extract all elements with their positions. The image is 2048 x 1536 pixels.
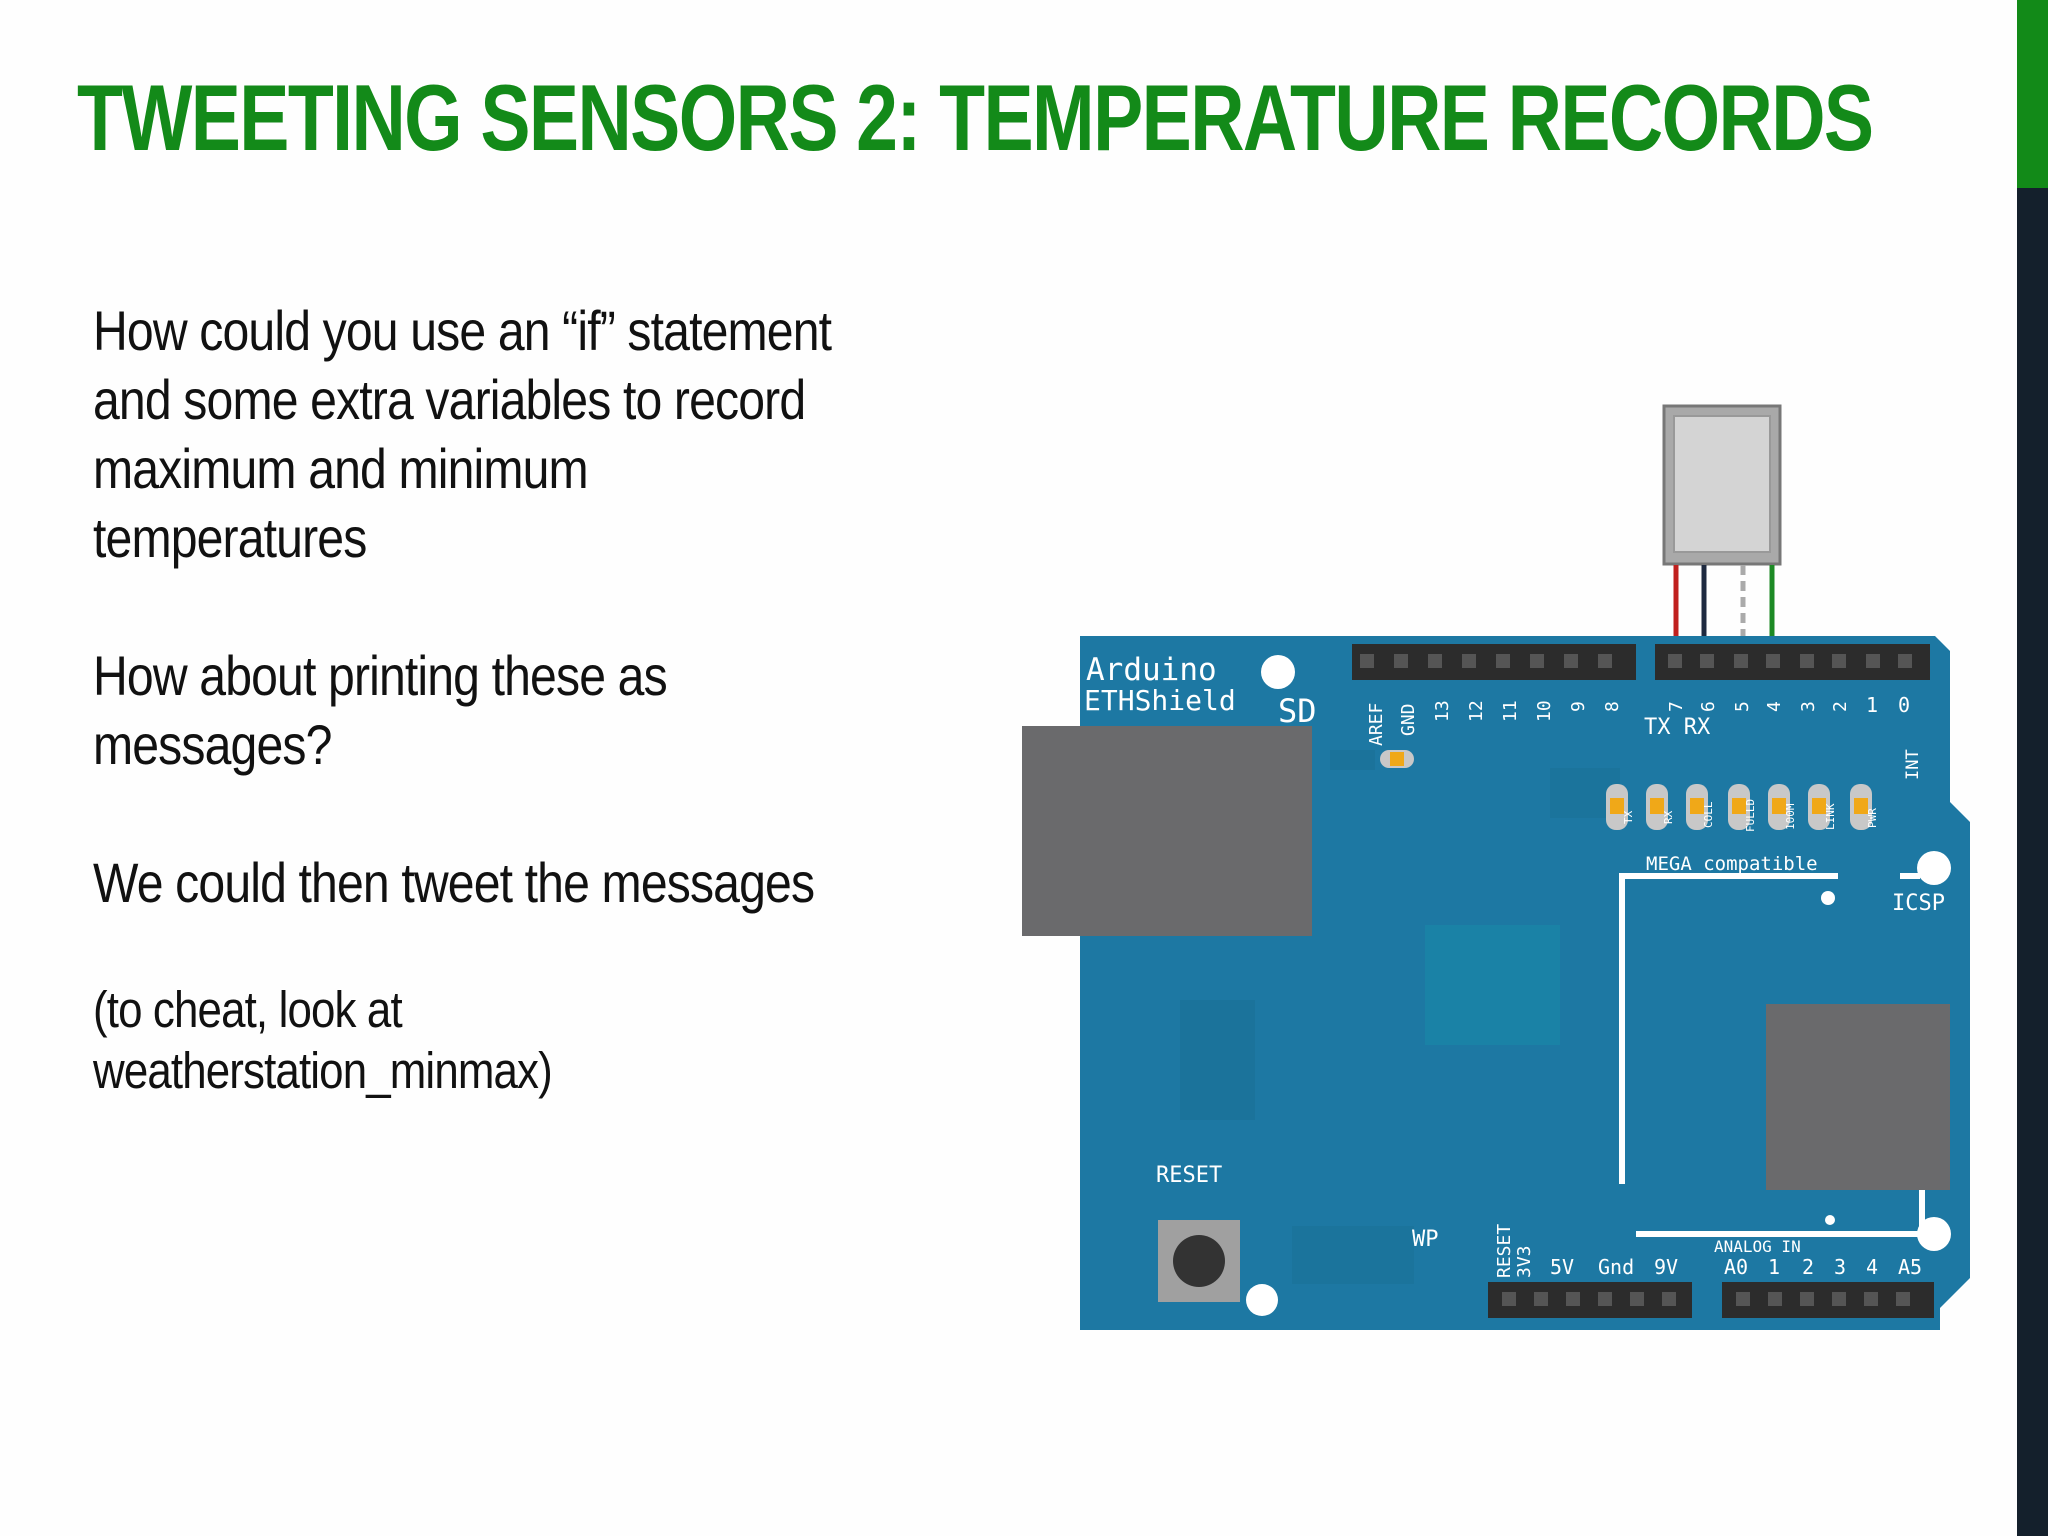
pin-a3: 3 (1834, 1255, 1846, 1279)
pin-5: 5 (1732, 701, 1753, 712)
led-label-100m: 100M (1784, 803, 1797, 830)
power-header (1488, 1282, 1692, 1318)
pin-3v3: 3V3 (1514, 1245, 1535, 1278)
accent-bar-top (2017, 0, 2048, 188)
brand-line2: ETHShield (1084, 684, 1236, 717)
pin-aref: AREF (1366, 703, 1387, 746)
pin-7: 7 (1666, 701, 1687, 712)
pin-gnd-power: Gnd (1598, 1255, 1634, 1279)
temperature-sensor (1662, 404, 1782, 670)
led-label-tx: TX (1622, 810, 1635, 824)
paragraph-printing: How about printing these as messages? (93, 644, 668, 776)
pin-5v: 5V (1550, 1255, 1574, 1279)
pin-9: 9 (1568, 701, 1589, 712)
pin-3: 3 (1798, 701, 1819, 712)
analog-label: ANALOG IN (1714, 1237, 1801, 1256)
status-leds (1380, 750, 1872, 830)
reset-button (1158, 1220, 1240, 1302)
pin-10: 10 (1534, 700, 1555, 722)
paragraph-tweet: We could then tweet the messages (93, 851, 815, 914)
ethernet-jack (1022, 726, 1312, 936)
pin-12: 12 (1466, 700, 1487, 722)
mega-label: MEGA compatible (1646, 853, 1818, 875)
paragraph-question: How could you use an “if” statement and … (93, 299, 832, 569)
icsp-label: ICSP (1892, 891, 1945, 916)
pin-9v: 9V (1654, 1255, 1678, 1279)
pin-1: 1 (1866, 693, 1878, 717)
pin-2: 2 (1830, 701, 1851, 712)
analog-header (1722, 1282, 1934, 1318)
pin-8: 8 (1602, 701, 1623, 712)
top-header-right (1655, 644, 1930, 680)
arduino-ethshield-diagram: Arduino ETHShield SD TX RX INT MEGA comp… (1022, 404, 1970, 1330)
led-label-fulld: FULLD (1744, 799, 1757, 832)
brand-line1: Arduino (1086, 652, 1217, 688)
slide-body: How could you use an “if” statement and … (93, 296, 867, 1101)
slide-title: TWEETING SENSORS 2: TEMPERATURE RECORDS (77, 65, 1874, 170)
pin-gnd: GND (1398, 703, 1419, 736)
accent-bar (2017, 188, 2048, 1536)
int-label: INT (1903, 749, 1923, 780)
led-label-link: LINK (1824, 803, 1837, 830)
txrx-label: TX RX (1644, 715, 1711, 740)
led-label-coll: COLL (1702, 801, 1715, 828)
pin-a5: A5 (1898, 1255, 1922, 1279)
pin-6: 6 (1698, 701, 1719, 712)
led-label-rx: RX (1662, 810, 1675, 824)
sd-label: SD (1278, 692, 1317, 730)
pin-a0: A0 (1724, 1255, 1748, 1279)
reset-label: RESET (1156, 1163, 1222, 1188)
pin-13: 13 (1432, 700, 1453, 722)
top-header-left (1352, 644, 1636, 680)
pin-reset: RESET (1494, 1224, 1515, 1278)
pin-0: 0 (1898, 693, 1910, 717)
chip (1766, 1004, 1950, 1190)
wp-label: WP (1412, 1227, 1439, 1252)
pin-4: 4 (1764, 701, 1785, 712)
pin-a2: 2 (1802, 1255, 1814, 1279)
led-label-pwr: PWR (1866, 808, 1879, 828)
pin-11: 11 (1500, 700, 1521, 722)
paragraph-hint: (to cheat, look at weatherstation_minmax… (93, 981, 553, 1099)
pin-a4: 4 (1866, 1255, 1878, 1279)
pin-a1: 1 (1768, 1255, 1780, 1279)
